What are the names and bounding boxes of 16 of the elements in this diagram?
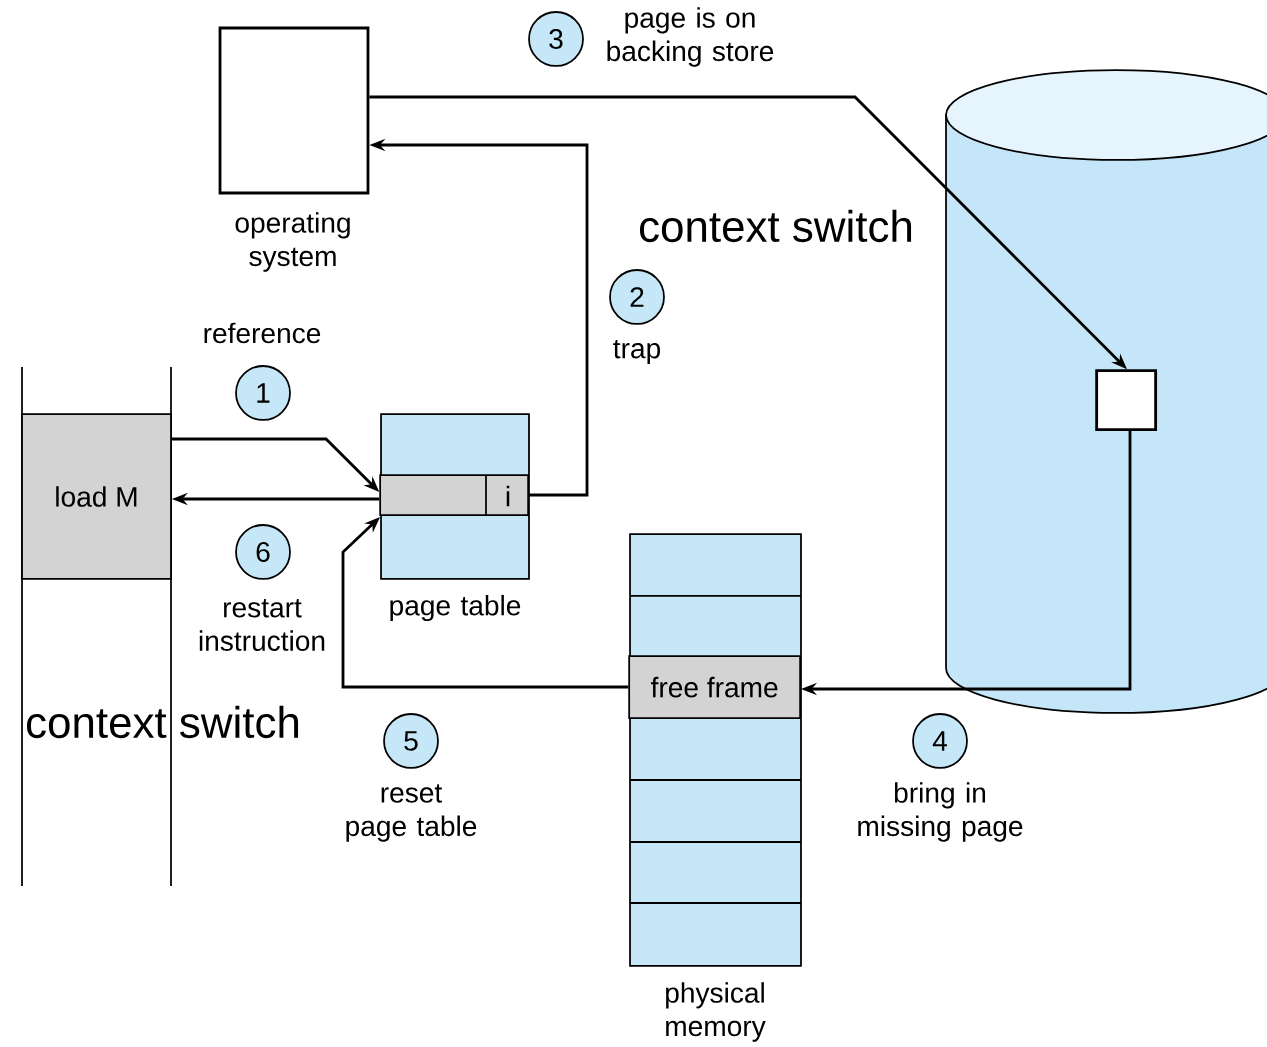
annotation: context switch [639,209,912,243]
step-label: reset page table [346,784,477,842]
cylinder [945,69,1267,714]
table-row: i [379,474,529,517]
step-label: trap [613,340,661,364]
process-box: load M [21,413,172,580]
step-label: restart instruction [199,599,325,651]
step-label: bring in missing page [858,782,1023,842]
step-label: reference [204,322,321,344]
caption-text: physical memory [666,982,766,1042]
caption-text: page table [390,594,521,622]
caption-text: operating system [235,212,350,272]
step-label: page is on backing store [607,7,774,67]
annotation: context switch [26,705,299,739]
table-row: free frame [628,655,801,720]
square-box [1095,369,1158,432]
